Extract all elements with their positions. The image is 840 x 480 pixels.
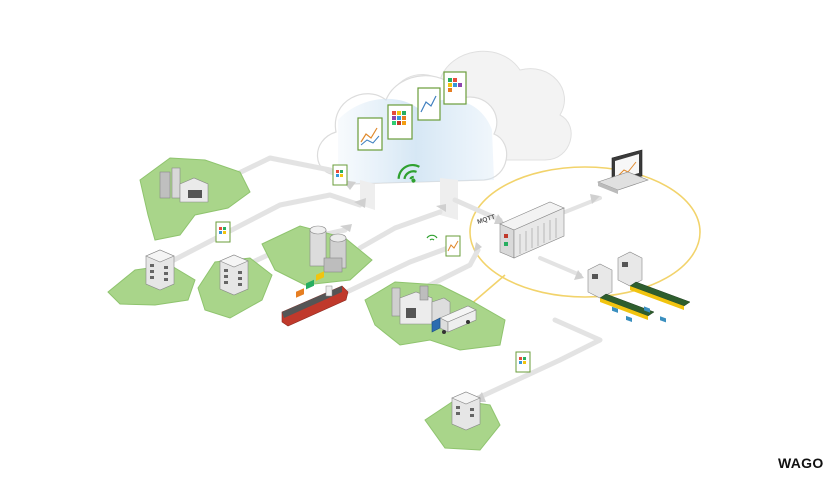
- truck-icon: [431, 305, 477, 334]
- laptop-icon: [597, 149, 649, 194]
- office-building-icon: [145, 249, 175, 291]
- mqtt-controller-icon: [499, 201, 565, 259]
- container-ship-icon: [281, 271, 349, 327]
- office-building-icon: [451, 391, 481, 431]
- silo-plant-icon: [309, 225, 347, 273]
- factory-icon: [159, 167, 209, 203]
- factory-icon: [391, 285, 451, 325]
- wago-logo: WAGO: [778, 455, 824, 471]
- conveyor-line-icon: [587, 251, 691, 323]
- mqtt-label: MQTT: [476, 214, 496, 226]
- report-document-icon: [357, 71, 467, 151]
- report-document-icon: [215, 164, 531, 373]
- network-ring: [469, 166, 701, 298]
- cloud-icon: [316, 50, 572, 220]
- office-building-icon: [219, 254, 249, 296]
- wifi-icon: [397, 164, 420, 183]
